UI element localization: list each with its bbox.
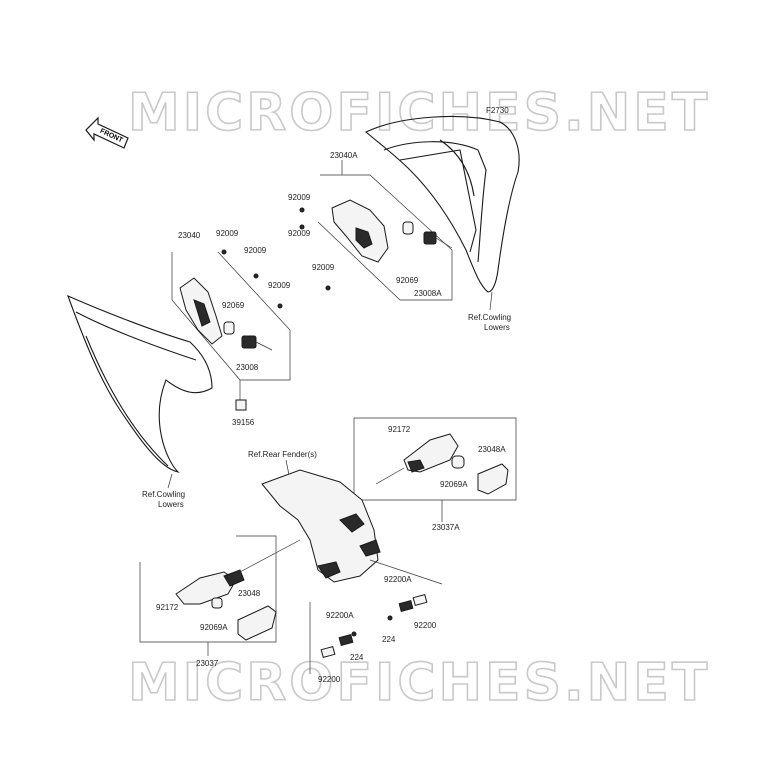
label-23040: 23040 bbox=[178, 231, 201, 240]
label-92069a-top: 92069A bbox=[440, 480, 468, 489]
clip-39156 bbox=[235, 399, 247, 411]
bulb-icon bbox=[211, 597, 223, 609]
ref-cowling-left-line1: Ref.Cowling bbox=[142, 490, 185, 499]
label-23037a: 23037A bbox=[432, 523, 460, 532]
screw-icon bbox=[351, 615, 393, 637]
label-92009-e: 92009 bbox=[244, 246, 267, 255]
label-23008: 23008 bbox=[236, 363, 259, 372]
socket-icon bbox=[423, 231, 453, 249]
bulb-icon bbox=[402, 221, 414, 235]
label-92200-a: 92200 bbox=[318, 675, 341, 684]
label-224-a: 224 bbox=[350, 653, 364, 662]
label-23037: 23037 bbox=[196, 659, 219, 668]
rear-right-turn-signal-assy bbox=[375, 433, 459, 485]
watermark-bottom: MICROFICHES.NET bbox=[128, 653, 710, 713]
ref-rear-fender: Ref.Rear Fender(s) bbox=[248, 450, 317, 459]
label-39156: 39156 bbox=[232, 418, 255, 427]
socket-icon bbox=[241, 335, 273, 351]
label-92009-b: 92009 bbox=[288, 229, 311, 238]
label-92069a-bottom: 92069A bbox=[200, 623, 228, 632]
bracket-icon bbox=[320, 593, 428, 659]
left-cowling-outline bbox=[67, 294, 213, 473]
rear-left-turn-signal-assy bbox=[175, 539, 301, 605]
label-92200a-a: 92200A bbox=[326, 611, 354, 620]
label-23048: 23048 bbox=[238, 589, 261, 598]
label-224-b: 224 bbox=[382, 635, 396, 644]
front-arrow-icon: FRONT bbox=[85, 116, 129, 149]
label-92009-d: 92009 bbox=[216, 229, 239, 238]
label-92172-top: 92172 bbox=[388, 425, 411, 434]
lens-23048 bbox=[237, 605, 277, 641]
ref-cowling-right-line1: Ref.Cowling bbox=[468, 313, 511, 322]
bulb-icon bbox=[223, 321, 235, 335]
label-92069-left: 92069 bbox=[222, 301, 245, 310]
label-92009-f: 92009 bbox=[268, 281, 291, 290]
right-cowling-outline bbox=[364, 116, 520, 293]
label-92069-top: 92069 bbox=[396, 276, 419, 285]
label-92009-c: 92009 bbox=[312, 263, 335, 272]
label-23040a: 23040A bbox=[330, 151, 358, 160]
ref-cowling-left-line2: Lowers bbox=[158, 500, 184, 509]
bolt-icon bbox=[221, 249, 283, 309]
front-left-turn-signal-assy bbox=[179, 277, 223, 345]
bolt-icon bbox=[299, 207, 331, 291]
bulb-icon bbox=[451, 455, 465, 469]
label-92200a-b: 92200A bbox=[384, 575, 412, 584]
rear-fender-outline bbox=[261, 469, 381, 583]
label-23048a: 23048A bbox=[478, 445, 506, 454]
label-92200-b: 92200 bbox=[414, 621, 437, 630]
watermark-top: MICROFICHES.NET bbox=[128, 83, 710, 143]
label-23008a: 23008A bbox=[414, 289, 442, 298]
lens-23048a bbox=[477, 463, 509, 495]
front-right-turn-signal-assy bbox=[331, 199, 389, 263]
label-92009-a: 92009 bbox=[288, 193, 311, 202]
ref-cowling-right-line2: Lowers bbox=[484, 323, 510, 332]
label-92172-bottom: 92172 bbox=[156, 603, 179, 612]
figure-ref: F2730 bbox=[486, 106, 509, 115]
